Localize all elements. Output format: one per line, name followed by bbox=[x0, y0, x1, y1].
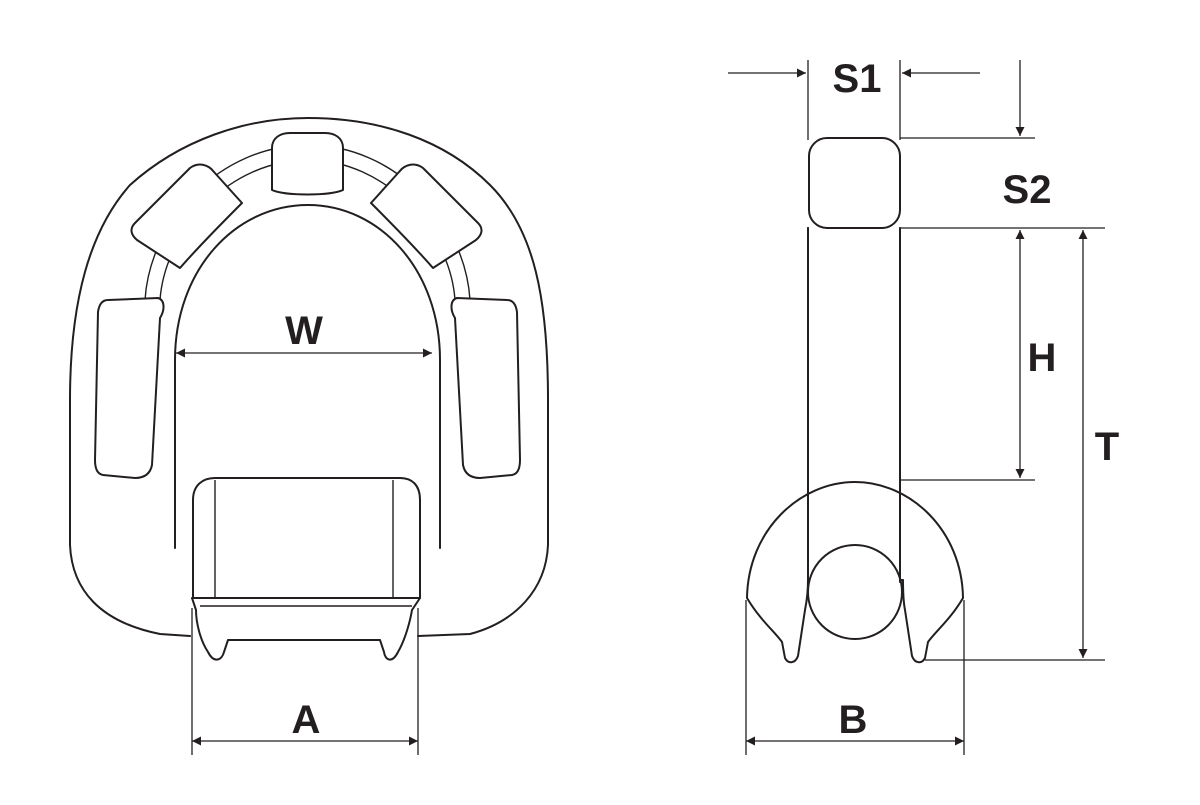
front-segment-upper-right bbox=[370, 163, 483, 269]
front-segment-upper-left bbox=[130, 163, 243, 269]
side-ring-cross-section bbox=[808, 137, 901, 229]
dimension-label-s1: S1 bbox=[833, 57, 882, 101]
dimension-label-s2: S2 bbox=[1003, 168, 1052, 212]
front-base-foot bbox=[191, 597, 421, 661]
front-inner-opening bbox=[174, 204, 441, 549]
front-weld-block bbox=[192, 477, 421, 599]
front-view bbox=[69, 117, 549, 661]
side-round-bar bbox=[807, 544, 903, 640]
dimension-b: B bbox=[745, 600, 965, 755]
dimension-label-b: B bbox=[839, 698, 868, 742]
dimension-t: T bbox=[925, 230, 1119, 661]
dimension-w: W bbox=[176, 309, 432, 358]
dimension-label-w: W bbox=[285, 309, 323, 353]
side-view bbox=[746, 137, 964, 664]
dimension-a: A bbox=[191, 608, 419, 755]
front-segment-right bbox=[450, 297, 521, 479]
dimension-label-h: H bbox=[1028, 336, 1057, 380]
dimension-h: H bbox=[900, 230, 1057, 481]
dimension-label-t: T bbox=[1095, 425, 1119, 469]
dimension-s2: S2 bbox=[900, 60, 1105, 229]
front-segment-top bbox=[271, 132, 344, 196]
front-segment-left bbox=[94, 297, 165, 479]
dimension-s1: S1 bbox=[728, 57, 980, 140]
dimension-label-a: A bbox=[292, 698, 321, 742]
